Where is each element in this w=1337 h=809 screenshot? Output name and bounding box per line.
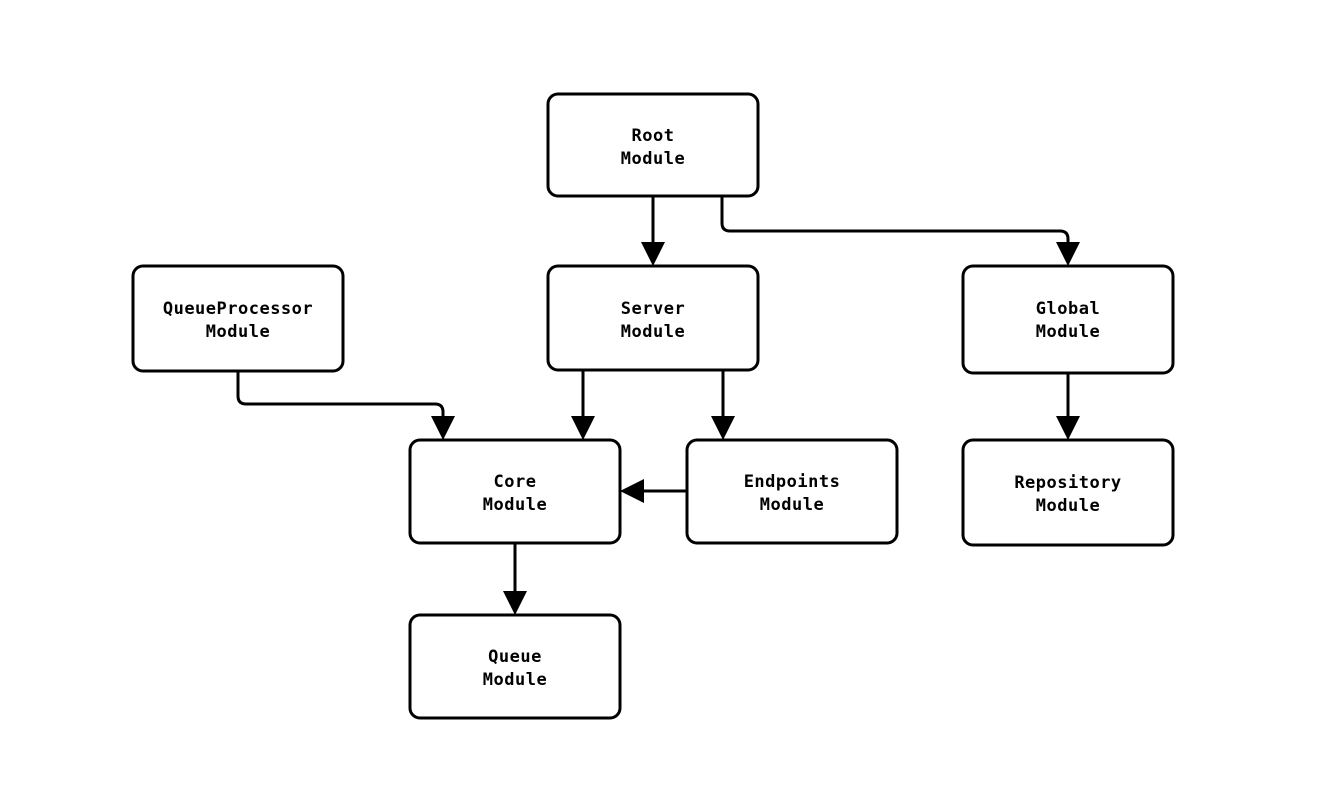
node-global-module-rect[interactable] [961, 264, 1175, 375]
edge-root-to-server-arrowhead [641, 242, 665, 266]
edge-queueprocessor-to-core-line [236, 371, 445, 422]
edge-root-to-global-line [720, 196, 1070, 248]
node-server-module-rect[interactable] [546, 264, 760, 372]
node-repository-module-rect[interactable] [961, 438, 1175, 547]
edge-root-to-server [641, 196, 665, 266]
node-repository-module-label-line2: Module [1036, 496, 1100, 516]
edge-global-to-repository-arrowhead [1056, 416, 1080, 440]
node-repository-module-label-line1: Repository [1014, 473, 1121, 493]
node-endpoints-module-label-line2: Module [760, 495, 824, 515]
node-queueprocessor-module-label-line1: QueueProcessor [163, 299, 313, 319]
node-queueprocessor-module-rect[interactable] [131, 264, 345, 373]
edge-endpoints-to-core [620, 479, 687, 503]
node-queueprocessor-module[interactable]: QueueProcessor Module [131, 264, 345, 373]
node-core-module[interactable]: Core Module [408, 438, 622, 545]
edge-queueprocessor-to-core-arrowhead [431, 416, 455, 440]
edge-core-to-queue [503, 543, 527, 615]
node-layer: Root Module QueueProcessor Module Server… [131, 92, 1175, 720]
node-endpoints-module-label-line1: Endpoints [744, 472, 841, 492]
edge-root-to-global-arrowhead [1056, 242, 1080, 266]
edge-layer [236, 196, 1080, 615]
node-endpoints-module-rect[interactable] [685, 438, 899, 545]
node-server-module-label-line2: Module [621, 322, 685, 342]
node-core-module-rect[interactable] [408, 438, 622, 545]
node-core-module-label-line1: Core [494, 472, 537, 492]
node-queue-module-rect[interactable] [408, 613, 622, 720]
edge-queueprocessor-to-core [236, 371, 455, 440]
edge-global-to-repository [1056, 373, 1080, 440]
node-queue-module-label-line2: Module [483, 670, 547, 690]
node-repository-module[interactable]: Repository Module [961, 438, 1175, 547]
node-root-module-label-line1: Root [632, 126, 675, 146]
node-server-module-label-line1: Server [621, 299, 685, 319]
edge-server-to-core-arrowhead [571, 416, 595, 440]
node-global-module-label-line2: Module [1036, 322, 1100, 342]
node-server-module[interactable]: Server Module [546, 264, 760, 372]
edge-root-to-global [720, 196, 1080, 266]
node-global-module-label-line1: Global [1036, 299, 1100, 319]
node-root-module[interactable]: Root Module [546, 92, 760, 198]
node-queueprocessor-module-label-line2: Module [206, 322, 270, 342]
edge-server-to-endpoints-arrowhead [711, 416, 735, 440]
node-root-module-label-line2: Module [621, 149, 685, 169]
node-global-module[interactable]: Global Module [961, 264, 1175, 375]
node-root-module-rect[interactable] [546, 92, 760, 198]
edge-endpoints-to-core-arrowhead [620, 479, 644, 503]
edge-server-to-endpoints [711, 370, 735, 440]
node-queue-module[interactable]: Queue Module [408, 613, 622, 720]
node-endpoints-module[interactable]: Endpoints Module [685, 438, 899, 545]
edge-core-to-queue-arrowhead [503, 591, 527, 615]
node-core-module-label-line2: Module [483, 495, 547, 515]
edge-server-to-core [571, 370, 595, 440]
node-queue-module-label-line1: Queue [488, 647, 542, 667]
